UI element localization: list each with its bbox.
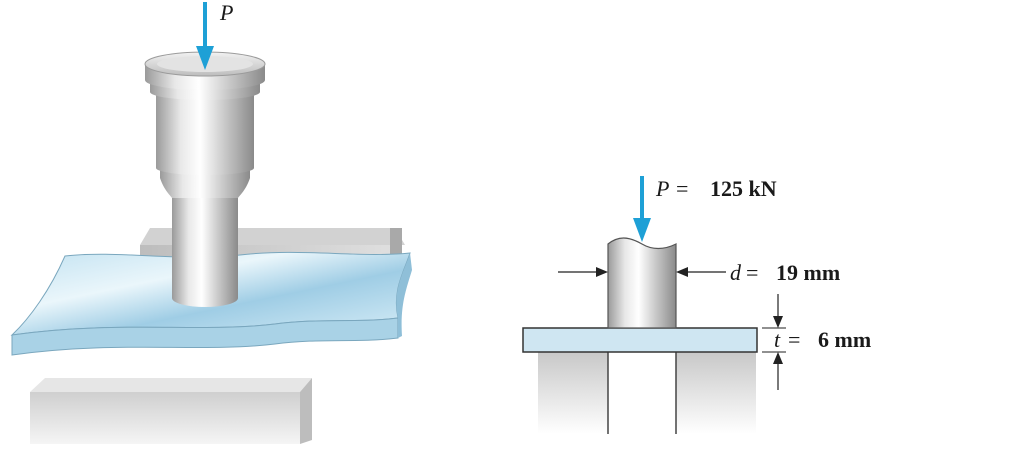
lower-die-block bbox=[30, 378, 312, 444]
diameter-equals: = bbox=[746, 260, 758, 285]
diameter-value: 19 mm bbox=[776, 260, 840, 285]
right-section-diagram: P = 125 kN d = 19 mm t = 6 mm bbox=[522, 176, 871, 434]
left-load-arrow bbox=[196, 2, 214, 70]
left-load-label: P bbox=[219, 0, 233, 25]
right-load-arrow bbox=[633, 176, 651, 242]
diameter-dimension bbox=[558, 267, 726, 277]
thickness-equals: = bbox=[788, 327, 800, 352]
punch bbox=[144, 51, 266, 307]
right-load-equals: = bbox=[676, 176, 688, 201]
right-die bbox=[538, 352, 756, 434]
right-plate bbox=[522, 327, 758, 353]
thickness-dimension bbox=[762, 294, 786, 390]
thickness-symbol: t bbox=[774, 327, 781, 352]
diameter-symbol: d bbox=[730, 260, 742, 285]
left-punch-illustration: P bbox=[10, 0, 412, 444]
thickness-value: 6 mm bbox=[818, 327, 871, 352]
right-load-symbol: P bbox=[655, 176, 669, 201]
right-punch bbox=[607, 237, 677, 329]
right-load-value: 125 kN bbox=[710, 176, 777, 201]
